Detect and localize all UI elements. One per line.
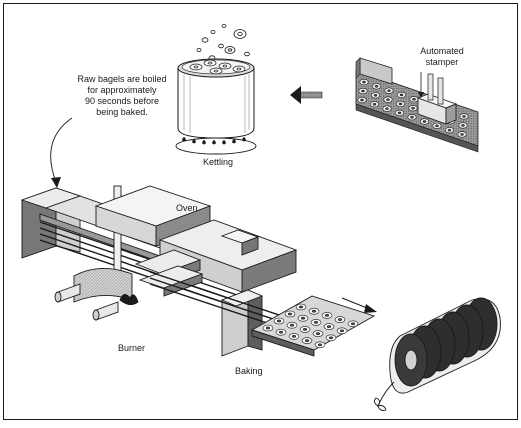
dough-ring-hole — [360, 98, 364, 102]
dough-ring-hole — [339, 329, 345, 333]
flow-arrow-oven-to-bag — [341, 297, 377, 313]
dough-ring-hole — [315, 332, 321, 335]
stamper-label-line-1: Automated — [420, 46, 464, 56]
stamper-label: Automated stamper — [412, 46, 472, 68]
boiling-note-line-1: Raw bagels are boiled — [77, 74, 167, 84]
dough-ring-hole — [278, 330, 284, 334]
dough-ring-hole — [276, 319, 282, 323]
dough-ring-hole — [372, 103, 377, 106]
dough-ring-hole — [422, 120, 427, 123]
flow-arrow-stamper-to-kettle — [290, 86, 323, 104]
dough-ring-hole — [397, 111, 402, 115]
dough-ring-hole — [461, 124, 465, 127]
dough-ring-hole — [387, 89, 391, 92]
dough-ring-hole — [287, 312, 293, 316]
dough-ring-hole — [435, 124, 439, 128]
burner-label: Burner — [118, 343, 146, 353]
kettle-pot — [175, 24, 257, 155]
dough-ring-hole — [399, 93, 404, 97]
dough-ring-hole — [410, 115, 414, 119]
dough-ring-hole — [373, 94, 378, 97]
dough-ring-hole — [412, 97, 416, 101]
dough-ring-hole — [460, 133, 464, 136]
dough-ring-hole — [411, 106, 415, 110]
dough-ring-hole — [304, 339, 310, 342]
dough-ring-hole — [362, 80, 366, 84]
dough-ring-hole — [302, 328, 308, 331]
bagged-bagels — [373, 297, 501, 411]
dough-ring-hole — [326, 325, 332, 328]
automated-stamper — [355, 57, 479, 153]
dough-ring-hole — [350, 322, 356, 326]
oven-machine — [20, 185, 376, 357]
dough-ring-hole — [447, 128, 452, 132]
dough-ring-hole — [313, 321, 319, 324]
dough-ring-hole — [386, 98, 390, 101]
boiling-note-line-2: for approximately — [87, 85, 157, 95]
dough-ring-hole — [298, 305, 304, 309]
dough-ring-hole — [462, 115, 466, 118]
curved-arrow-note-to-oven — [50, 117, 73, 188]
dough-ring-hole — [289, 323, 295, 327]
boiling-note: Raw bagels are boiled for approximately … — [72, 74, 172, 118]
dough-ring-hole — [398, 102, 403, 106]
dough-ring-hole — [291, 335, 297, 338]
dough-ring-hole — [324, 314, 330, 317]
stamper-label-line-2: stamper — [425, 57, 459, 67]
kettling-label: Kettling — [203, 157, 234, 167]
baking-label: Baking — [235, 366, 263, 376]
dough-ring-hole — [361, 89, 365, 93]
dough-ring-hole — [317, 343, 323, 347]
dough-ring-hole — [328, 336, 334, 340]
dough-ring-hole — [311, 309, 317, 313]
dough-ring-hole — [385, 107, 389, 110]
boiling-note-line-3: 90 seconds before — [84, 96, 160, 106]
dough-ring-hole — [265, 326, 271, 330]
dough-ring-hole — [374, 85, 379, 88]
oven-label: Oven — [176, 203, 198, 213]
figure-border — [3, 3, 518, 420]
dough-ring-hole — [337, 318, 343, 321]
boiling-note-line-4: being baked. — [96, 107, 148, 117]
dough-ring-hole — [300, 316, 306, 320]
